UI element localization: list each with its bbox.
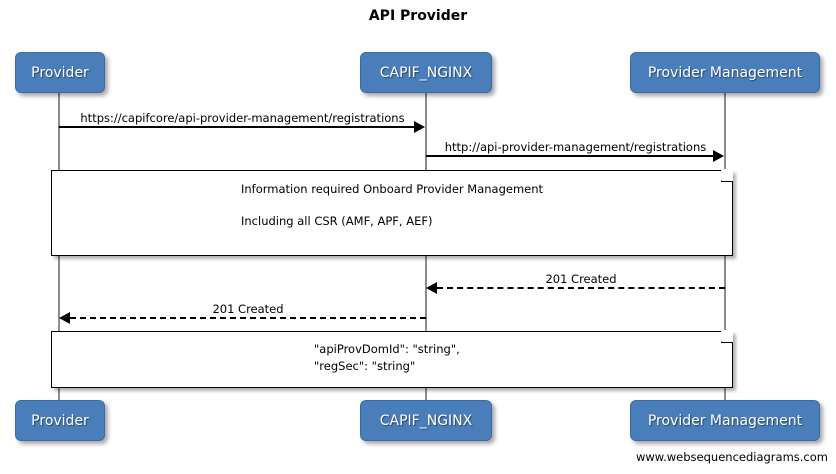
footer-watermark: www.websequencediagrams.com	[635, 450, 828, 464]
participant-label: Provider	[31, 64, 89, 81]
message-line-msg1	[59, 126, 415, 128]
arrow-head-msg1	[414, 121, 425, 133]
participant-label: Provider	[31, 412, 89, 429]
message-line-msg4	[70, 317, 426, 319]
participant-label: CAPIF_NGINX	[379, 64, 473, 81]
note-line-1: "apiProvDomId": "string",	[314, 342, 460, 356]
arrow-head-msg3	[426, 282, 437, 294]
note-fold-corner-icon	[720, 329, 733, 343]
message-label-msg1: https://capifcore/api-provider-managemen…	[80, 111, 405, 125]
message-label-msg2: http://api-provider-management/registrat…	[444, 140, 707, 154]
note-line-1: Information required Onboard Provider Ma…	[241, 182, 544, 196]
note-line-2: "regSec": "string"	[314, 359, 416, 373]
message-label-msg3: 201 Created	[545, 272, 617, 286]
participant-label: CAPIF_NGINX	[379, 412, 473, 429]
participant-provider-management-top[interactable]: Provider Management	[630, 52, 820, 93]
note-response-body: "apiProvDomId": "string", "regSec": "str…	[51, 329, 733, 388]
note-line-2: Including all CSR (AMF, APF, AEF)	[241, 214, 433, 228]
participant-label: Provider Management	[647, 64, 803, 81]
note-fold-corner-icon	[720, 168, 733, 182]
message-line-msg3	[437, 287, 725, 289]
page-title: API Provider	[368, 8, 468, 24]
participant-capif-nginx-top[interactable]: CAPIF_NGINX	[360, 52, 492, 93]
participant-label: Provider Management	[647, 412, 803, 429]
arrow-head-msg4	[59, 312, 70, 324]
participant-capif-nginx-bottom[interactable]: CAPIF_NGINX	[360, 400, 492, 441]
note-information-required: Information required Onboard Provider Ma…	[51, 168, 733, 256]
arrow-head-msg2	[713, 150, 724, 162]
message-line-msg2	[426, 155, 714, 157]
participant-provider-top[interactable]: Provider	[15, 52, 105, 93]
message-label-msg4: 201 Created	[212, 302, 284, 316]
participant-provider-management-bottom[interactable]: Provider Management	[630, 400, 820, 441]
participant-provider-bottom[interactable]: Provider	[15, 400, 105, 441]
